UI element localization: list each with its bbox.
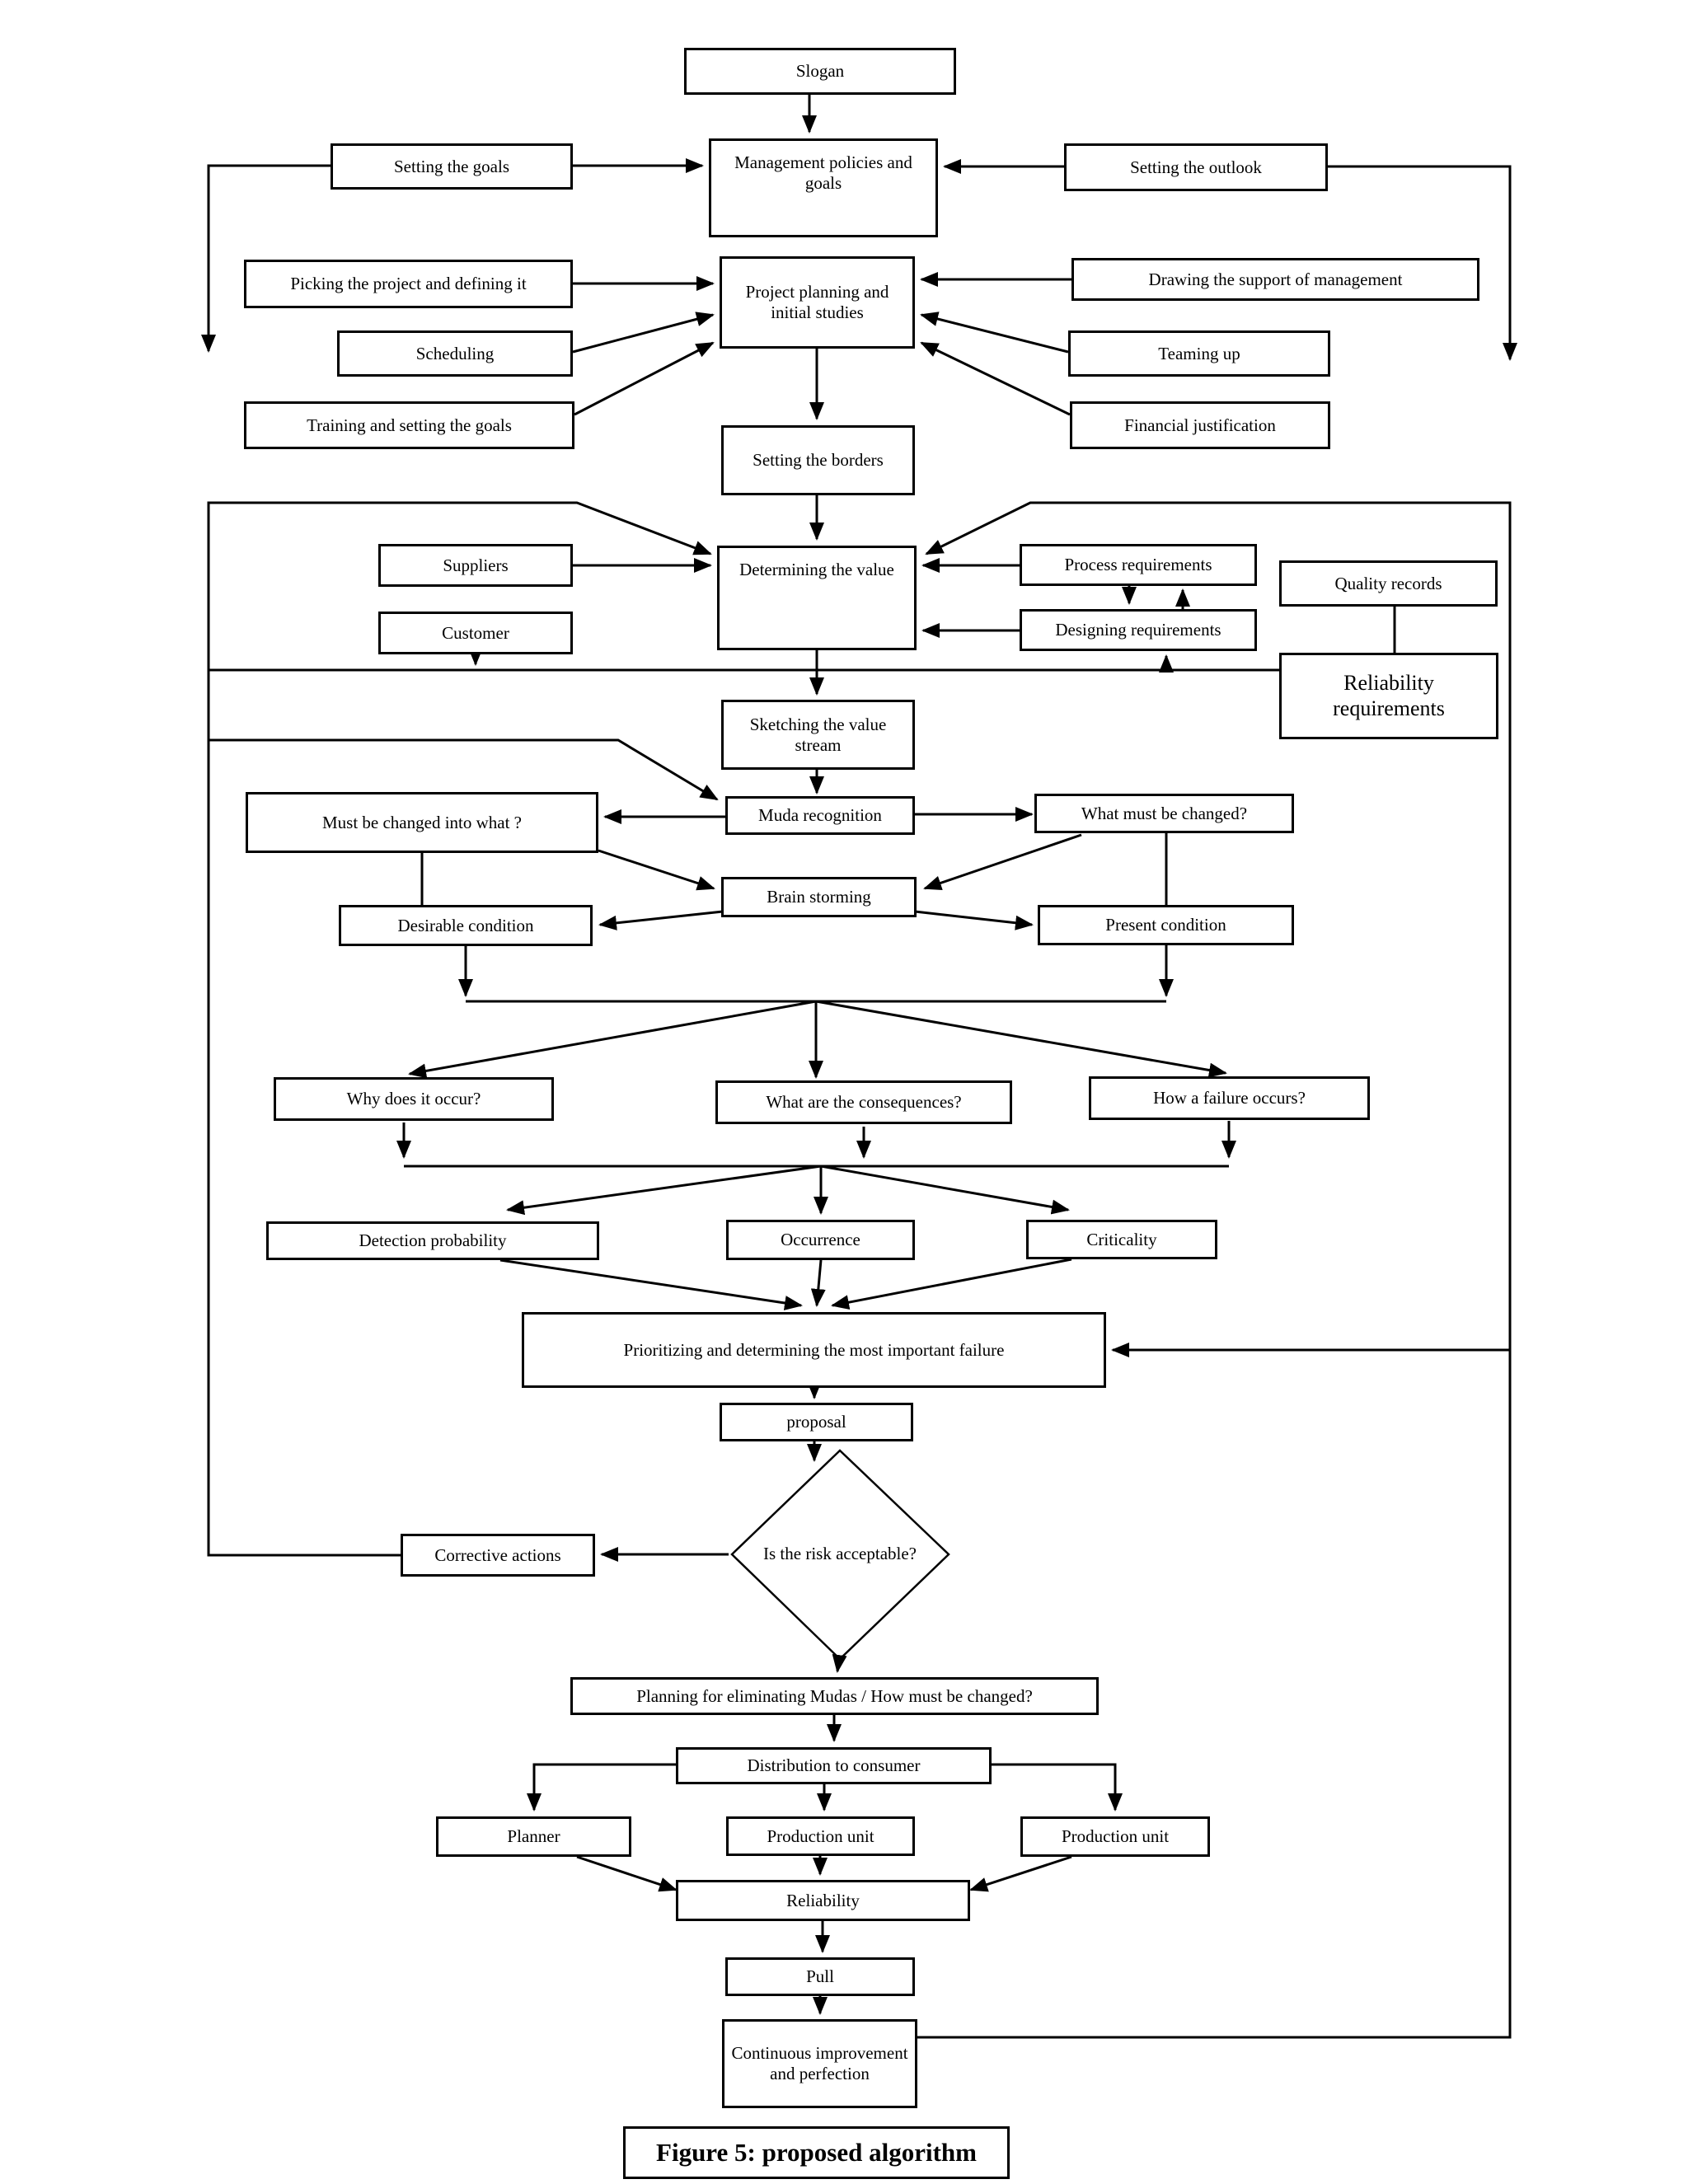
node-suppliers: Suppliers: [378, 544, 573, 587]
node-scheduling: Scheduling: [337, 330, 573, 377]
node-project-planning: Project planning and initial studies: [720, 256, 915, 349]
node-drawing-support: Drawing the support of management: [1071, 258, 1479, 301]
node-consequences: What are the consequences?: [715, 1080, 1012, 1124]
node-designing-requirements: Designing requirements: [1020, 609, 1257, 651]
node-distribution: Distribution to consumer: [676, 1747, 992, 1784]
node-process-requirements: Process requirements: [1020, 544, 1257, 586]
node-planner: Planner: [436, 1816, 631, 1857]
node-pull: Pull: [725, 1957, 915, 1996]
node-muda-recognition: Muda recognition: [725, 796, 915, 835]
node-planning-eliminating: Planning for eliminating Mudas / How mus…: [570, 1677, 1099, 1715]
node-financial-justification: Financial justification: [1070, 401, 1330, 449]
node-production-unit-right: Production unit: [1020, 1816, 1210, 1857]
node-present-condition: Present condition: [1038, 905, 1294, 945]
node-setting-goals: Setting the goals: [331, 143, 573, 190]
node-management-policies: Management policies and goals: [709, 138, 938, 237]
node-picking-project: Picking the project and defining it: [244, 260, 573, 308]
figure-caption: Figure 5: proposed algorithm: [623, 2126, 1010, 2179]
node-brain-storming: Brain storming: [721, 877, 917, 917]
node-prioritizing: Prioritizing and determining the most im…: [522, 1312, 1106, 1388]
node-sketching-value-stream: Sketching the value stream: [721, 700, 915, 770]
node-desirable-condition: Desirable condition: [339, 905, 593, 946]
node-training-goals: Training and setting the goals: [244, 401, 574, 449]
node-quality-records: Quality records: [1279, 560, 1498, 607]
node-what-must-change: What must be changed?: [1034, 794, 1294, 833]
node-occurrence: Occurrence: [726, 1220, 915, 1260]
node-continuous-improvement: Continuous improvement and perfection: [722, 2019, 917, 2108]
node-reliability: Reliability: [676, 1880, 970, 1921]
node-setting-borders: Setting the borders: [721, 425, 915, 495]
node-criticality: Criticality: [1026, 1220, 1217, 1259]
node-why-occur: Why does it occur?: [274, 1077, 554, 1121]
node-teaming-up: Teaming up: [1068, 330, 1330, 377]
node-corrective-actions: Corrective actions: [401, 1534, 595, 1577]
node-determining-value: Determining the value: [717, 546, 917, 650]
node-production-unit-center: Production unit: [726, 1816, 915, 1856]
node-must-be-changed: Must be changed into what ?: [246, 792, 598, 853]
node-how-failure: How a failure occurs?: [1089, 1076, 1370, 1120]
node-proposal: proposal: [720, 1403, 913, 1441]
node-reliability-requirements: Reliability requirements: [1279, 653, 1498, 739]
node-customer: Customer: [378, 612, 573, 654]
node-setting-outlook: Setting the outlook: [1064, 143, 1328, 191]
node-risk-decision: Is the risk acceptable?: [763, 1543, 917, 1563]
node-detection-probability: Detection probability: [266, 1221, 599, 1260]
node-slogan: Slogan: [684, 48, 956, 95]
